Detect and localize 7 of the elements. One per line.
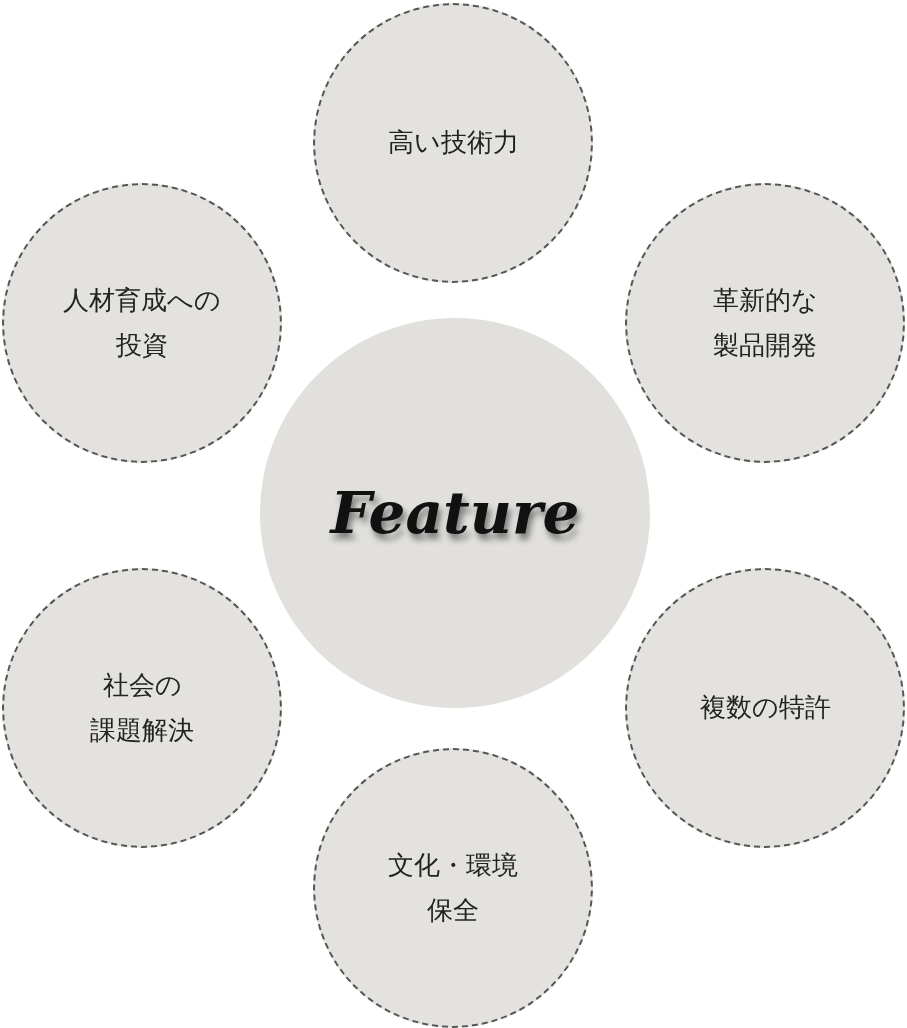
circle-label: 人材育成への投資 xyxy=(63,283,221,362)
circle-label: 社会の課題解決 xyxy=(90,668,194,747)
title-text: Feature xyxy=(330,479,580,547)
circle-label: 高い技術力 xyxy=(387,126,519,160)
circle-label: 革新的な製品開発 xyxy=(712,283,818,362)
circle-label: 文化・環境保全 xyxy=(388,848,518,927)
circle-label: 複数の特許 xyxy=(699,691,831,725)
